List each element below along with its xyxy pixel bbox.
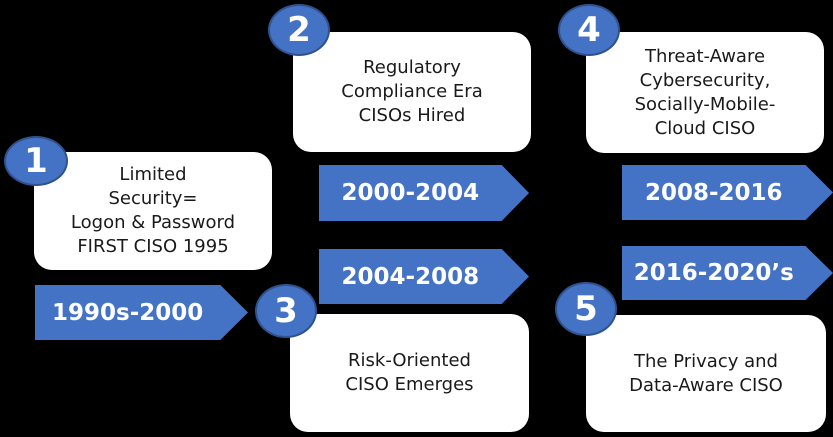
stage-4-period: 2008-2016 xyxy=(644,179,783,206)
stage-1-period-arrow: 1990s-2000 xyxy=(35,285,248,340)
stage-1-period: 1990s-2000 xyxy=(52,299,204,326)
stage-2-description-box: Regulatory Compliance Era CISOs Hired xyxy=(293,32,531,152)
stage-4-description: Threat-Aware Cybersecurity, Socially-Mob… xyxy=(634,45,776,139)
stage-1-description-box: Limited Security= Logon & Password FIRST… xyxy=(34,152,272,270)
stage-3-number-badge: 3 xyxy=(255,284,317,338)
stage-4-description-box: Threat-Aware Cybersecurity, Socially-Mob… xyxy=(586,32,824,153)
stage-3-description-box: Risk-Oriented CISO Emerges xyxy=(290,314,529,432)
stage-3-period: 2004-2008 xyxy=(341,263,480,290)
stage-2-description: Regulatory Compliance Era CISOs Hired xyxy=(341,57,483,126)
stage-5-description-box: The Privacy and Data-Aware CISO xyxy=(586,315,826,432)
stage-5-period-arrow: 2016-2020’s xyxy=(622,246,833,300)
stage-5-description: The Privacy and Data-Aware CISO xyxy=(629,350,783,396)
stage-5-number-badge: 5 xyxy=(555,282,617,336)
stage-3-number: 3 xyxy=(274,291,298,331)
stage-4-number: 4 xyxy=(577,10,601,50)
stage-5-period: 2016-2020’s xyxy=(633,260,794,286)
stage-2-period: 2000-2004 xyxy=(341,180,480,206)
stage-2-number: 2 xyxy=(287,10,311,50)
stage-3-description: Risk-Oriented CISO Emerges xyxy=(345,350,474,395)
stage-4-number-badge: 4 xyxy=(558,4,620,56)
stage-2-period-arrow: 2000-2004 xyxy=(319,165,529,221)
stage-4-period-arrow: 2008-2016 xyxy=(622,165,833,220)
stage-5-number: 5 xyxy=(574,289,598,329)
stage-3-period-arrow: 2004-2008 xyxy=(319,249,529,304)
stage-1-description: Limited Security= Logon & Password FIRST… xyxy=(70,164,236,257)
stage-1-number-badge: 1 xyxy=(4,136,68,186)
stage-1-number: 1 xyxy=(24,141,48,181)
stage-2-number-badge: 2 xyxy=(268,4,330,56)
